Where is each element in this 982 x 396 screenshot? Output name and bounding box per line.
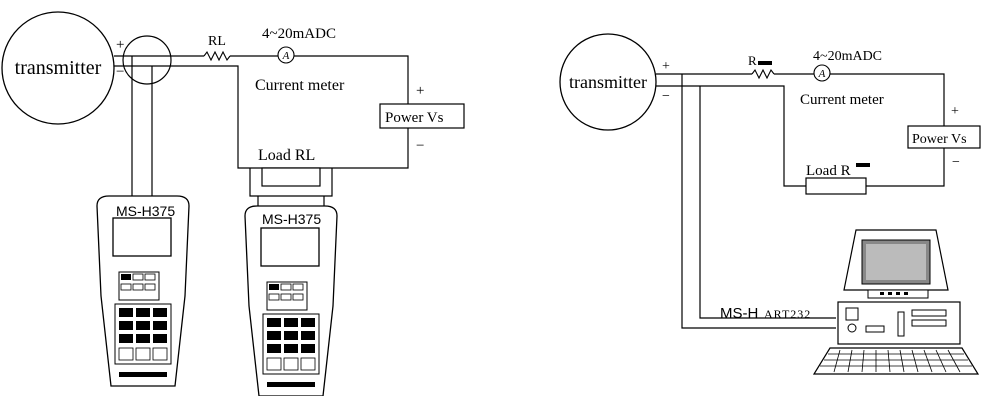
left-current-meter-label: Current meter	[255, 77, 345, 94]
right-transmitter-label: transmitter	[569, 72, 647, 92]
right-current-meter-label: Current meter	[800, 92, 884, 108]
right-diagram: transmitter + − R A 4~20mADC Current met…	[559, 33, 981, 375]
left-plus-sign: +	[116, 37, 124, 53]
left-handheld-model: MS-H375	[116, 203, 175, 219]
left-transmitter-circle	[1, 11, 115, 125]
left-power-plus: +	[416, 83, 424, 99]
left-power-minus: −	[416, 138, 424, 154]
right-load-label: Load R	[806, 163, 851, 179]
right-modem-label-suffix: ART232	[764, 307, 811, 321]
second-handheld-model: MS-H375	[262, 211, 321, 227]
left-connection-point	[122, 35, 172, 85]
left-resistor-label: RL	[208, 34, 226, 49]
left-power-supply-box	[379, 103, 465, 129]
right-minus-sign: −	[662, 89, 670, 104]
left-load-resistor	[261, 167, 321, 187]
left-current-label: 4~20mADC	[262, 26, 336, 42]
right-ammeter-symbol: A	[818, 68, 826, 80]
left-diagram: transmitter + − RL A 4~20mADC Current me…	[1, 11, 465, 396]
left-handheld-communicator	[96, 195, 190, 387]
left-ammeter	[277, 46, 295, 64]
left-ammeter-symbol: A	[282, 50, 290, 62]
right-power-minus: −	[952, 155, 960, 170]
right-transmitter-circle	[559, 33, 657, 131]
right-resistor-label: R	[748, 53, 757, 68]
left-transmitter-label: transmitter	[15, 57, 102, 79]
right-power-plus: +	[951, 104, 959, 119]
left-power-label: Power Vs	[385, 110, 444, 126]
left-resistor	[203, 50, 231, 62]
right-ammeter	[813, 64, 831, 82]
right-plus-sign: +	[662, 59, 670, 74]
left-minus-sign: −	[116, 64, 124, 80]
right-handheld-communicator	[244, 205, 338, 396]
left-load-label: Load RL	[258, 147, 315, 164]
right-resistor	[751, 68, 775, 80]
right-current-label: 4~20mADC	[813, 49, 882, 64]
right-modem-label-prefix: MS-H	[720, 305, 758, 322]
computer-icon	[812, 229, 980, 375]
right-power-label: Power Vs	[912, 132, 967, 147]
right-load-resistor	[805, 177, 867, 195]
